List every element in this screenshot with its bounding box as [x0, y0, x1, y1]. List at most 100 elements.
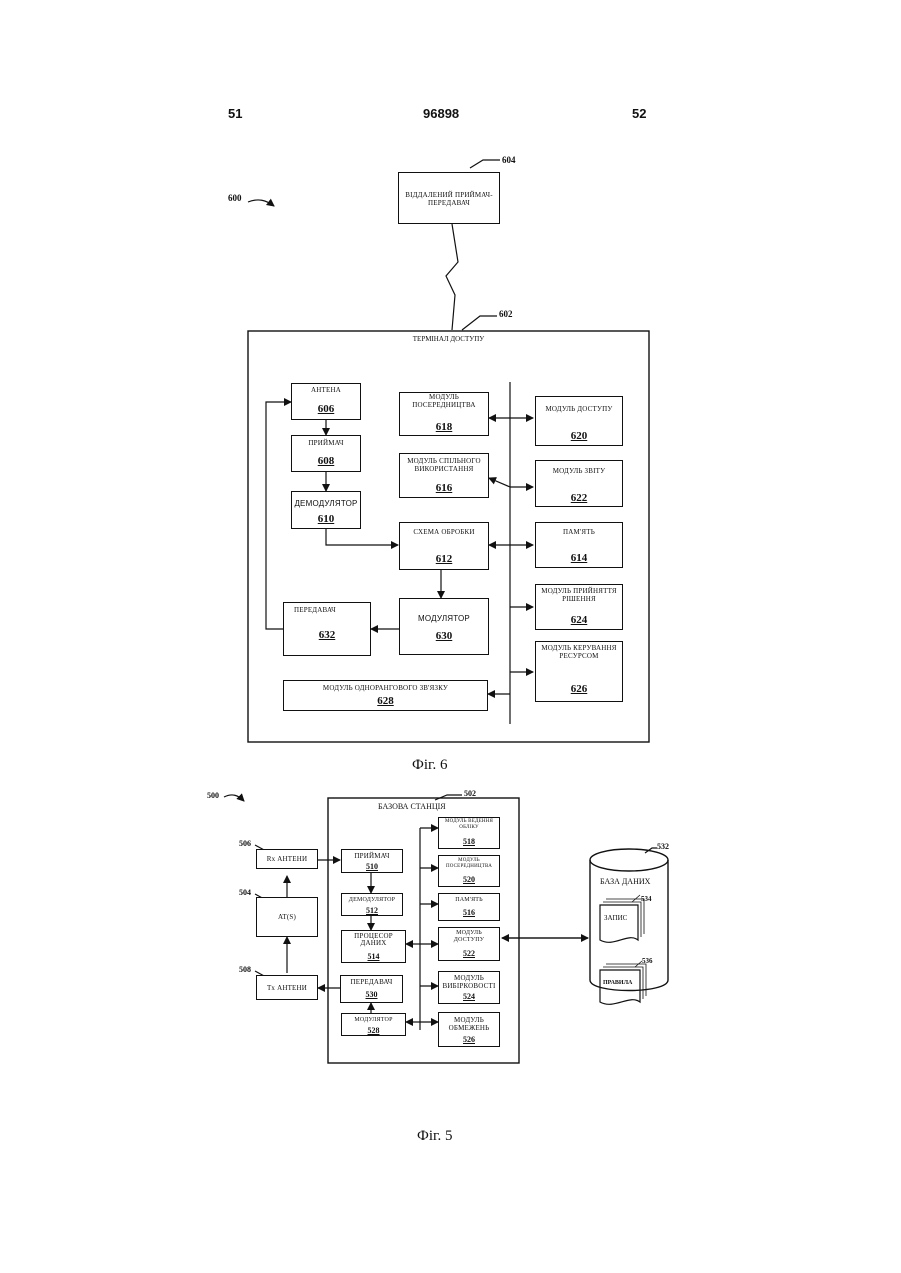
- proxy-520-label: МОДУЛЬ ПОСЕРЕДНИЦТВА: [441, 858, 497, 870]
- modulator-528: МОДУЛЯТОР 528: [341, 1013, 406, 1036]
- modulator-528-num: 528: [342, 1026, 405, 1035]
- decision-num: 624: [536, 614, 622, 626]
- ref-508: 508: [239, 965, 251, 974]
- fig6-caption: Фіг. 6: [412, 757, 447, 774]
- p2p-label: МОДУЛЬ ОДНОРАНГОВОГО ЗВ'ЯЗКУ: [286, 684, 485, 692]
- modulator-528-label: МОДУЛЯТОР: [344, 1017, 403, 1024]
- sharing-616: МОДУЛЬ СПІЛЬНОГО ВИКОРИСТАННЯ 616: [399, 453, 489, 498]
- report-num: 622: [536, 492, 622, 504]
- memory-516-num: 516: [439, 908, 499, 917]
- processing-label: СХЕМА ОБРОБКИ: [402, 528, 486, 536]
- ref-504: 504: [239, 888, 251, 897]
- access-620: МОДУЛЬ ДОСТУПУ 620: [535, 396, 623, 446]
- accounting-num: 518: [439, 837, 499, 846]
- access-label: МОДУЛЬ ДОСТУПУ: [538, 405, 620, 413]
- receiver-510-label: ПРИЙМАЧ: [344, 853, 400, 860]
- decision-label: МОДУЛЬ ПРИЙНЯТТЯ РІШЕННЯ: [538, 587, 620, 603]
- receiver-608: ПРИЙМАЧ 608: [291, 435, 361, 472]
- resource-label: МОДУЛЬ КЕРУВАННЯ РЕСУРСОМ: [538, 644, 620, 660]
- ref-604: 604: [502, 155, 516, 165]
- report-622: МОДУЛЬ ЗВІТУ 622: [535, 460, 623, 507]
- memory-614: ПАМ'ЯТЬ 614: [535, 522, 623, 568]
- selectivity-label: МОДУЛЬ ВИБІРКОВОСТІ: [441, 974, 497, 990]
- modulator-label: МОДУЛЯТОР: [402, 615, 486, 623]
- at-label: AT(S): [259, 913, 315, 921]
- transmitter-530-num: 530: [341, 990, 402, 999]
- ref-600: 600: [228, 193, 242, 203]
- fig5-caption: Фіг. 5: [417, 1128, 452, 1145]
- receiver-510-num: 510: [342, 862, 402, 871]
- proxy-520: МОДУЛЬ ПОСЕРЕДНИЦТВА 520: [438, 855, 500, 887]
- database-label: БАЗА ДАНИХ: [600, 877, 650, 886]
- data-processor-label: ПРОЦЕСОР ДАНИХ: [352, 933, 395, 947]
- proxy-618: МОДУЛЬ ПОСЕРЕДНИЦТВА 618: [399, 392, 489, 436]
- transmitter-530: ПЕРЕДАВАЧ 530: [340, 975, 403, 1003]
- antenna-num: 606: [292, 403, 360, 415]
- ref-532: 532: [657, 842, 669, 851]
- transmitter-num: 632: [284, 629, 370, 641]
- restrictions-526: МОДУЛЬ ОБМЕЖЕНЬ 526: [438, 1012, 500, 1047]
- resource-626: МОДУЛЬ КЕРУВАННЯ РЕСУРСОМ 626: [535, 641, 623, 702]
- restrictions-label: МОДУЛЬ ОБМЕЖЕНЬ: [441, 1016, 497, 1032]
- remote-transceiver-box: ВІДДАЛЕНИЙ ПРИЙМАЧ-ПЕРЕДАВАЧ: [398, 172, 500, 224]
- processing-612: СХЕМА ОБРОБКИ 612: [399, 522, 489, 570]
- ref-506: 506: [239, 839, 251, 848]
- accounting-label: МОДУЛЬ ВЕДЕННЯ ОБЛІКУ: [441, 819, 497, 831]
- access-522-num: 522: [439, 949, 499, 958]
- restrictions-num: 526: [439, 1035, 499, 1044]
- memory-num: 614: [536, 552, 622, 564]
- processing-num: 612: [400, 553, 488, 565]
- accounting-518: МОДУЛЬ ВЕДЕННЯ ОБЛІКУ 518: [438, 817, 500, 849]
- demodulator-512-label: ДЕМОДУЛЯТОР: [344, 897, 400, 904]
- remote-transceiver-label: ВІДДАЛЕНИЙ ПРИЙМАЧ-ПЕРЕДАВАЧ: [401, 191, 497, 207]
- ref-500: 500: [207, 791, 219, 800]
- rules-label: ПРАВИЛА: [603, 980, 632, 986]
- record-label: ЗАПИС: [604, 914, 627, 922]
- rx-antenna-label: Rx АНТЕНИ: [259, 855, 315, 863]
- demodulator-512-num: 512: [342, 906, 402, 915]
- station-title: БАЗОВА СТАНЦІЯ: [378, 802, 446, 811]
- data-processor-514: ПРОЦЕСОР ДАНИХ 514: [341, 930, 406, 963]
- proxy-520-num: 520: [439, 875, 499, 884]
- p2p-num: 628: [284, 695, 487, 707]
- sharing-label: МОДУЛЬ СПІЛЬНОГО ВИКОРИСТАННЯ: [402, 457, 486, 473]
- ref-502: 502: [464, 789, 476, 798]
- proxy-label: МОДУЛЬ ПОСЕРЕДНИЦТВА: [402, 393, 486, 409]
- report-label: МОДУЛЬ ЗВІТУ: [538, 467, 620, 475]
- selectivity-524: МОДУЛЬ ВИБІРКОВОСТІ 524: [438, 971, 500, 1004]
- demodulator-num: 610: [292, 513, 360, 525]
- rx-antenna-box: Rx АНТЕНИ: [256, 849, 318, 869]
- sharing-num: 616: [400, 482, 488, 494]
- receiver-label: ПРИЙМАЧ: [294, 439, 358, 447]
- ref-534: 534: [641, 895, 652, 903]
- decision-624: МОДУЛЬ ПРИЙНЯТТЯ РІШЕННЯ 624: [535, 584, 623, 630]
- at-box: AT(S): [256, 897, 318, 937]
- transmitter-label: ПЕРЕДАВАЧ: [294, 606, 368, 614]
- antenna-label: АНТЕНА: [294, 386, 358, 394]
- access-522: МОДУЛЬ ДОСТУПУ 522: [438, 927, 500, 961]
- access-num: 620: [536, 430, 622, 442]
- memory-516-label: ПАМ'ЯТЬ: [441, 897, 497, 904]
- demodulator-label: ДЕМОДУЛЯТОР: [294, 500, 358, 508]
- resource-num: 626: [536, 683, 622, 695]
- selectivity-num: 524: [439, 992, 499, 1001]
- receiver-510: ПРИЙМАЧ 510: [341, 849, 403, 873]
- data-processor-num: 514: [342, 952, 405, 961]
- memory-label: ПАМ'ЯТЬ: [538, 528, 620, 536]
- antenna-606: АНТЕНА 606: [291, 383, 361, 420]
- proxy-num: 618: [400, 421, 488, 433]
- memory-516: ПАМ'ЯТЬ 516: [438, 893, 500, 921]
- transmitter-530-label: ПЕРЕДАВАЧ: [343, 979, 400, 986]
- p2p-628: МОДУЛЬ ОДНОРАНГОВОГО ЗВ'ЯЗКУ 628: [283, 680, 488, 711]
- terminal-title: ТЕРМІНАЛ ДОСТУПУ: [248, 335, 649, 343]
- tx-antenna-box: Tx АНТЕНИ: [256, 975, 318, 1000]
- access-522-label: МОДУЛЬ ДОСТУПУ: [451, 930, 487, 944]
- modulator-630: МОДУЛЯТОР 630: [399, 598, 489, 655]
- tx-antenna-label: Tx АНТЕНИ: [259, 984, 315, 992]
- ref-536: 536: [642, 957, 653, 965]
- demodulator-512: ДЕМОДУЛЯТОР 512: [341, 893, 403, 916]
- receiver-num: 608: [292, 455, 360, 467]
- modulator-num: 630: [400, 630, 488, 642]
- demodulator-610: ДЕМОДУЛЯТОР 610: [291, 491, 361, 529]
- ref-602: 602: [499, 309, 513, 319]
